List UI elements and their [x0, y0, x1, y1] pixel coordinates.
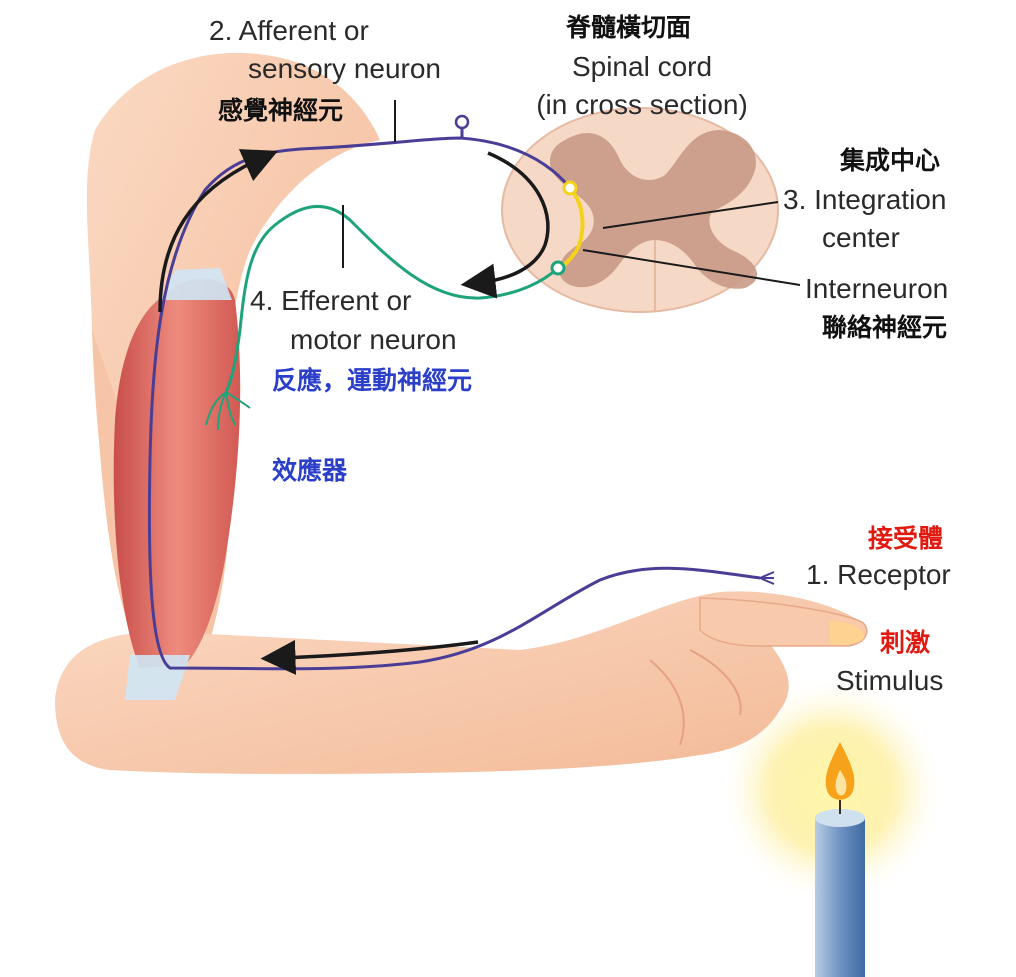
spinal-cord-label-line2: (in cross section): [536, 89, 748, 120]
receptor-label-zh: 接受體: [868, 524, 944, 553]
candle-body: [815, 818, 865, 977]
interneuron-synapse-upper: [562, 180, 578, 196]
knuckle-lines: [649, 649, 742, 746]
efferent-label-line1: 4. Efferent or: [250, 285, 412, 316]
receptor-label: 1. Receptor: [806, 559, 951, 590]
dorsal-root-ganglion: [454, 114, 470, 130]
stimulus-label-zh: 刺激: [880, 628, 931, 657]
biceps-muscle: [113, 278, 241, 668]
integration-label-zh: 集成中心: [840, 146, 941, 175]
afferent-label-line2: sensory neuron: [248, 53, 442, 84]
interneuron-path: [558, 186, 585, 270]
candle-flame-core: [835, 770, 847, 796]
effector-label-zh: 效應器: [272, 456, 348, 485]
curved-arrow-loop-icon: [460, 151, 550, 299]
interneuron-label: Interneuron: [805, 273, 949, 304]
motor-neuron-cell-body: [550, 260, 566, 276]
curved-arrow-up-icon: [158, 149, 278, 313]
leader-integration: [602, 201, 779, 229]
afferent-label-line1: 2. Afferent or: [209, 15, 369, 46]
afferent-label-zh: 感覺神經元: [218, 96, 344, 125]
efferent-label-zh: 反應，運動神經元: [272, 366, 473, 395]
lower-tendon: [125, 655, 190, 700]
receptor-endings: [759, 571, 775, 585]
spinal-cord-label-zh: 脊髓橫切面: [566, 13, 692, 42]
leader-interneuron: [582, 249, 801, 286]
spinal-cord-label-line1: Spinal cord: [571, 51, 713, 82]
upper-tendon: [160, 268, 232, 300]
integration-label-line2: center: [822, 222, 900, 253]
arrow-left-icon: [260, 639, 479, 675]
gray-matter: [550, 130, 758, 289]
candle-top: [815, 809, 865, 827]
index-finger: [699, 597, 868, 647]
efferent-label-line2: motor neuron: [290, 324, 457, 355]
fingertip-highlight: [830, 620, 865, 645]
afferent-neuron: [147, 136, 761, 671]
forearm: [55, 591, 867, 775]
stimulus-label: Stimulus: [836, 665, 944, 696]
interneuron-label-zh: 聯絡神經元: [822, 313, 948, 342]
motor-end-branches: [205, 391, 251, 431]
candle-icon: [815, 742, 865, 977]
integration-label-line1: 3. Integration: [783, 184, 947, 215]
